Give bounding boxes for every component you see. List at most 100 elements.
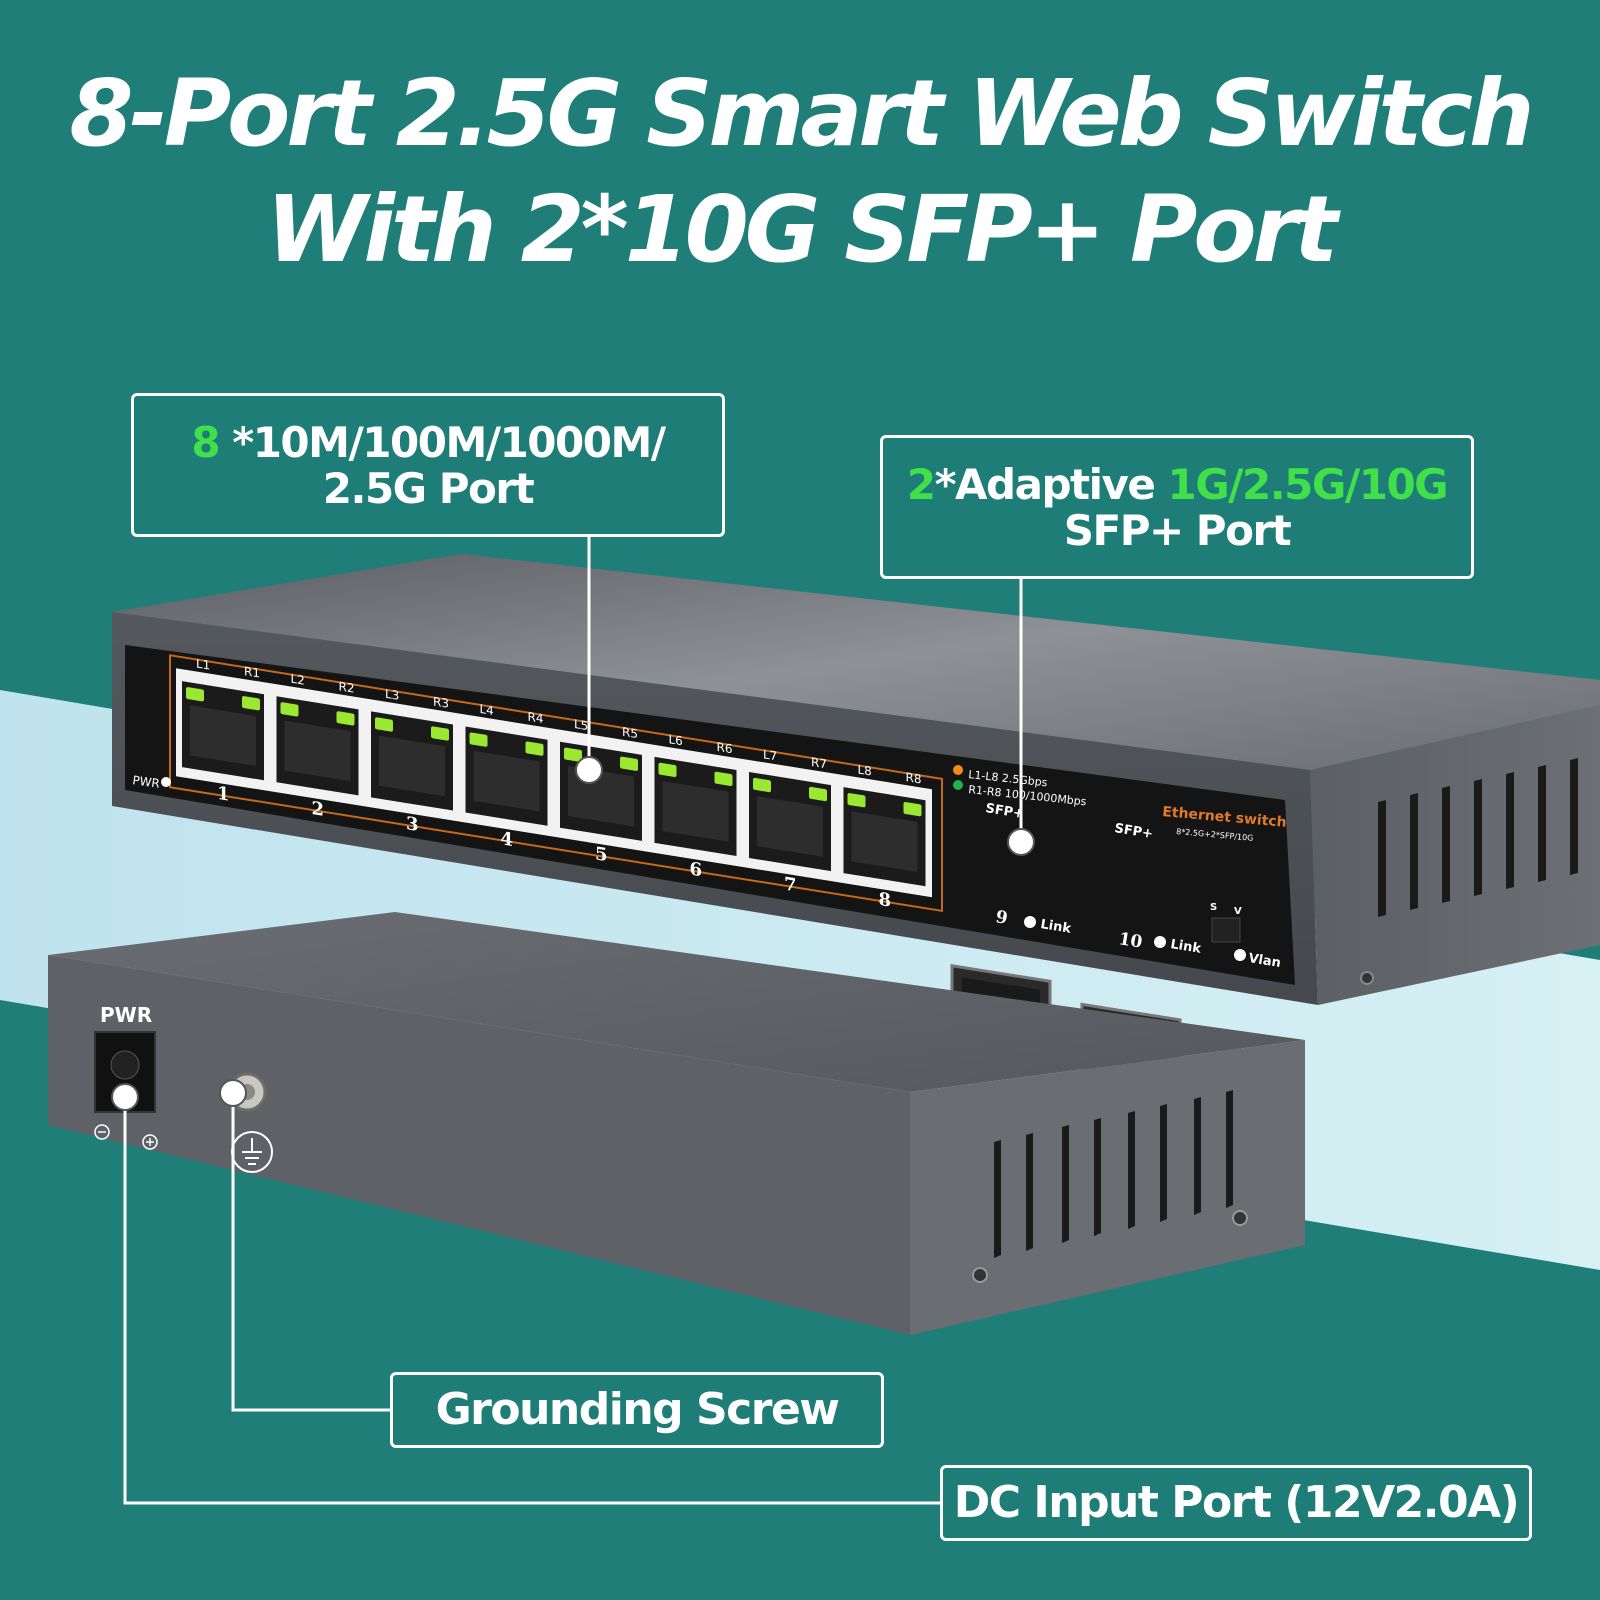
rear-screw-1 <box>1232 1210 1248 1226</box>
rj45-led-right <box>809 786 827 802</box>
callout-sfp-ports: 2*Adaptive 1G/2.5G/10G SFP+ Port <box>880 435 1474 579</box>
rj45-led-right <box>903 802 922 817</box>
sfp-10-link-label: Link <box>1169 937 1202 957</box>
rear-switch: PWR <box>48 912 1305 1335</box>
led-label-R1: R1 <box>244 664 260 680</box>
side-screw <box>1360 971 1374 985</box>
rj45-opening <box>473 750 540 812</box>
rj45-opening <box>757 796 823 857</box>
legend-orange-led <box>953 765 963 775</box>
dot-ground <box>219 1079 247 1107</box>
dot-ethernet <box>575 756 603 784</box>
vlan-led <box>1234 949 1246 961</box>
led-label-R3: R3 <box>433 694 449 710</box>
callout-grounding-screw: Grounding Screw <box>390 1372 884 1448</box>
rj45-led-left <box>847 793 866 808</box>
front-pwr-led <box>161 777 171 787</box>
rj45-opening <box>190 705 256 767</box>
rj45-led-right <box>525 741 544 756</box>
led-label-R8: R8 <box>906 770 922 786</box>
led-label-L7: L7 <box>763 747 777 763</box>
callout-sfp-count: 2 <box>906 460 936 509</box>
led-label-L4: L4 <box>479 702 493 718</box>
led-label-L1: L1 <box>196 656 210 672</box>
sfp-9-number: 9 <box>994 907 1009 929</box>
dot-dc <box>111 1083 139 1111</box>
callout-sfp-speeds: 1G/2.5G/10G <box>1167 460 1448 509</box>
led-label-R7: R7 <box>811 755 827 771</box>
port-number-8: 8 <box>879 889 892 912</box>
port-number-7: 7 <box>784 874 797 897</box>
led-label-R2: R2 <box>339 679 355 695</box>
front-pwr-label: PWR <box>132 773 161 791</box>
rj45-opening <box>851 811 918 872</box>
rj45-opening <box>379 735 445 797</box>
sfp-9-link-label: Link <box>1039 917 1072 937</box>
switch-s-label: S <box>1210 902 1217 913</box>
dot-sfp <box>1007 828 1035 856</box>
switch-v-label: V <box>1234 906 1242 917</box>
rj45-led-right <box>620 756 638 771</box>
port-number-6: 6 <box>689 859 702 882</box>
rj45-led-left <box>658 762 677 778</box>
rj45-led-right <box>242 696 260 711</box>
vlan-toggle <box>1211 917 1241 943</box>
rj45-opening <box>284 720 351 782</box>
sfp-10-number: 10 <box>1117 929 1144 952</box>
led-label-L3: L3 <box>385 687 399 703</box>
callout-sfp-line-1: 2*Adaptive 1G/2.5G/10G <box>883 462 1471 508</box>
port-number-2: 2 <box>311 798 324 821</box>
led-label-R5: R5 <box>622 725 638 741</box>
led-label-R4: R4 <box>528 710 544 726</box>
rj45-led-left <box>753 777 771 793</box>
port-number-1: 1 <box>217 783 230 806</box>
callout-dc-input: DC Input Port (12V2.0A) <box>940 1465 1532 1541</box>
callout-ethernet-count: 8 <box>191 418 220 467</box>
port-number-3: 3 <box>406 813 419 836</box>
rj45-led-right <box>336 711 355 726</box>
led-label-L8: L8 <box>858 762 872 778</box>
rj45-port-2: L2 R2 2 <box>276 672 359 821</box>
led-label-L5: L5 <box>574 717 588 733</box>
callout-sfp-pre: *Adaptive <box>934 460 1168 509</box>
rear-switch-top <box>48 912 1305 1092</box>
rj45-port-3: L3 R3 3 <box>371 687 453 836</box>
callout-ethernet-text-1: *10M/100M/1000M/ <box>219 418 666 467</box>
callout-ethernet-ports: 8 *10M/100M/1000M/ 2.5G Port <box>131 393 725 537</box>
led-label-L6: L6 <box>669 732 683 748</box>
port-frame <box>176 668 932 898</box>
callout-ethernet-text-2: 2.5G Port <box>322 464 535 513</box>
leader-lines <box>123 537 1023 1505</box>
rear-screw-2 <box>972 1267 988 1283</box>
rj45-led-left <box>469 732 488 747</box>
rear-pwr-label: PWR <box>100 1003 152 1027</box>
port-number-5: 5 <box>595 843 608 866</box>
headline-line-2: With 2*10G SFP+ Port <box>266 176 1338 283</box>
headline-line-1: 8-Port 2.5G Smart Web Switch <box>69 60 1535 167</box>
sfp-9-label: SFP+ <box>984 801 1025 822</box>
polarity-symbol <box>94 1124 158 1150</box>
rj45-led-left <box>186 687 204 702</box>
led-label-L2: L2 <box>291 672 305 688</box>
rj45-led-left <box>280 702 299 717</box>
dc-jack-socket <box>110 1050 140 1080</box>
rj45-led-left <box>375 717 393 732</box>
port-bracket <box>169 654 943 913</box>
front-switch-top <box>112 554 1600 770</box>
sfp-10-label: SFP+ <box>1113 821 1154 842</box>
rear-switch-side <box>910 1040 1305 1335</box>
rj45-led-right <box>714 771 733 787</box>
led-label-R6: R6 <box>717 740 733 756</box>
rj45-opening <box>662 781 729 842</box>
port-number-4: 4 <box>501 828 514 851</box>
front-switch-side <box>1310 705 1600 1005</box>
rear-vents <box>994 1090 1233 1258</box>
rj45-led-left <box>564 747 582 762</box>
